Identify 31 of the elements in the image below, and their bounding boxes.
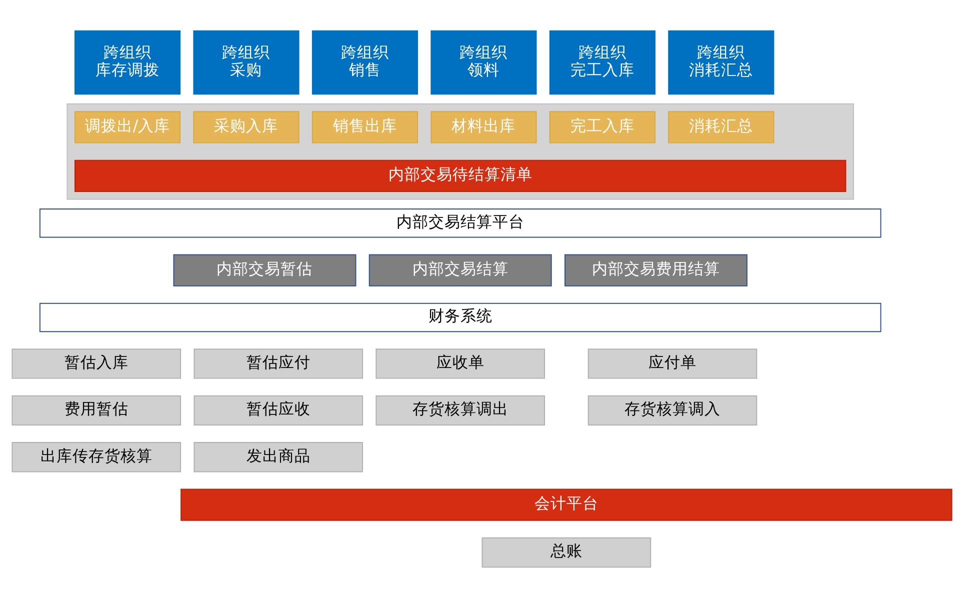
cluster xyxy=(66,102,854,200)
node-box: 存货核算调出 xyxy=(376,394,546,426)
node-box: 内部交易暂估 xyxy=(173,254,356,286)
node-box: 完工入库 xyxy=(549,110,656,143)
node-box: 内部交易待结算清单 xyxy=(74,159,846,192)
node-box: 发出商品 xyxy=(194,442,364,472)
node-box: 内部交易费用结算 xyxy=(564,254,748,286)
node-box: 总账 xyxy=(482,536,652,568)
node-box: 存货核算调入 xyxy=(588,394,758,426)
node-box: 采购入库 xyxy=(193,110,300,143)
node-box: 暂估入库 xyxy=(12,348,182,378)
node-box: 调拨出/入库 xyxy=(74,110,181,143)
node-box: 应付单 xyxy=(588,348,758,378)
node-box: 暂估应付 xyxy=(194,348,364,378)
node-box: 跨组织领料 xyxy=(430,30,537,94)
node-box: 财务系统 xyxy=(39,302,882,332)
node-box: 消耗汇总 xyxy=(668,110,774,143)
node-box: 跨组织销售 xyxy=(312,30,418,94)
node-box: 暂估应收 xyxy=(194,394,364,426)
node-box: 应收单 xyxy=(376,348,546,378)
node-box: 跨组织消耗汇总 xyxy=(668,30,774,94)
node-box: 会计平台 xyxy=(180,488,952,520)
node-box: 跨组织采购 xyxy=(193,30,300,94)
node-box: 跨组织完工入库 xyxy=(549,30,656,94)
node-box: 内部交易结算 xyxy=(368,254,552,286)
node-box: 跨组织库存调拨 xyxy=(74,30,181,94)
node-box: 出库传存货核算 xyxy=(12,442,182,472)
node-box: 材料出库 xyxy=(430,110,537,143)
node-box: 内部交易结算平台 xyxy=(39,208,882,238)
node-box: 费用暂估 xyxy=(12,394,182,426)
node-box: 销售出库 xyxy=(312,110,418,143)
